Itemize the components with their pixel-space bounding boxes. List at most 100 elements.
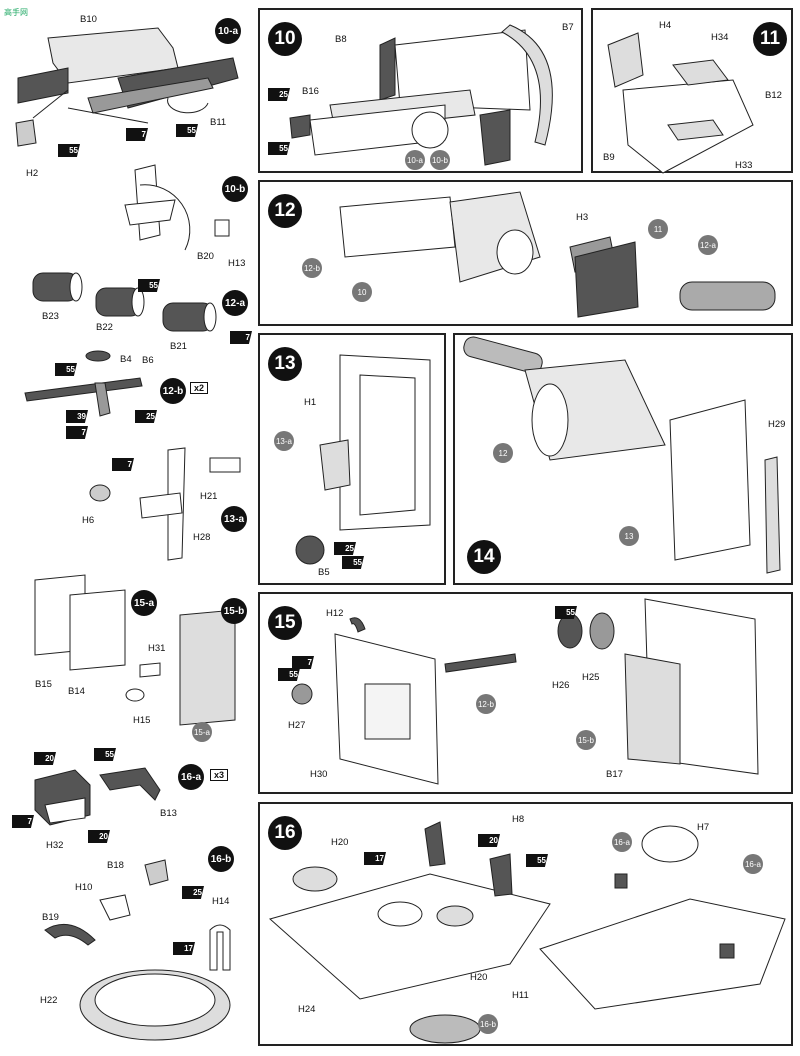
ref-16a: 16-a (743, 854, 763, 874)
label-h33: H33 (735, 160, 753, 171)
ref-13: 13 (619, 526, 639, 546)
label-h8: H8 (512, 814, 525, 825)
ref-16a: 16-a (612, 832, 632, 852)
label-h20: H20 (331, 837, 349, 848)
step-10-drawing (289, 24, 553, 166)
paint-tag: 55 (268, 142, 290, 155)
label-b11: B11 (210, 117, 227, 128)
label-b9: B9 (603, 152, 615, 163)
paint-tag: 17 (364, 852, 386, 865)
label-h13: H13 (228, 258, 246, 269)
label-b10: B10 (80, 14, 97, 25)
badge-16b: 16-b (208, 846, 234, 872)
step-13-panel: 13 H1 13-a B5 25 55 (258, 333, 446, 585)
label-h34: H34 (711, 32, 729, 43)
assembly-10b-drawing (124, 164, 230, 251)
label-h27: H27 (288, 720, 306, 731)
badge-10b: 10-b (222, 176, 248, 202)
label-b6: B6 (142, 355, 154, 366)
paint-tag: 20 (88, 830, 110, 843)
label-b13: B13 (160, 808, 177, 819)
paint-tag: 7 (230, 331, 252, 344)
ref-16b: 16-b (478, 1014, 498, 1034)
ref-12a: 12-a (698, 235, 718, 255)
label-h7: H7 (697, 822, 710, 833)
label-h11: H11 (512, 990, 529, 1001)
badge-12b: 12-b (160, 378, 186, 404)
step-10-panel: 10 B8 B7 B16 25 55 10-a 10-b (258, 8, 583, 173)
label-h28: H28 (193, 532, 211, 543)
paint-tag: 20 (478, 834, 500, 847)
label-h4: H4 (659, 20, 672, 31)
ref-11: 11 (648, 219, 668, 239)
label-h30: H30 (310, 769, 328, 780)
label-h15: H15 (133, 715, 151, 726)
paint-tag: 55 (138, 279, 160, 292)
step-16-number: 16 (268, 816, 302, 850)
label-b23: B23 (42, 311, 59, 322)
paint-tag: 55 (176, 124, 198, 137)
quantity-x2: x2 (190, 382, 209, 394)
label-h12: H12 (326, 608, 344, 619)
label-b5: B5 (318, 567, 330, 578)
paint-tag: 55 (526, 854, 548, 867)
ref-15a: 15-a (192, 722, 212, 742)
paint-tag: 55 (94, 748, 116, 761)
step-12-drawing (339, 191, 776, 318)
paint-tag: 25 (268, 88, 290, 101)
label-b18: B18 (107, 860, 124, 871)
ref-10a: 10-a (405, 150, 425, 170)
ref-10b: 10-b (430, 150, 450, 170)
assembly-13a-drawing (89, 447, 241, 561)
badge-16a: 16-a (178, 764, 204, 790)
paint-tag: 17 (173, 942, 195, 955)
step-11-panel: 11 H4 H34 B12 B9 H33 (591, 8, 793, 174)
paint-tag: 7 (292, 656, 314, 669)
label-h24: H24 (298, 1004, 316, 1015)
label-h25: H25 (582, 672, 600, 683)
paint-tag: 55 (342, 556, 364, 569)
step-13-number: 13 (268, 347, 302, 381)
label-h6: H6 (82, 515, 95, 526)
label-h20b: H20 (470, 972, 488, 983)
ref-10: 10 (352, 282, 372, 302)
label-h31: H31 (148, 643, 166, 654)
label-h1: H1 (304, 397, 317, 408)
paint-tag: 7 (66, 426, 88, 439)
assembly-16b-drawing (44, 859, 231, 1041)
step-15-drawing (291, 598, 759, 785)
step-12-panel: 12 12-b 10 11 12-a H3 (258, 180, 793, 326)
watermark-logo: 高手网 (4, 8, 28, 17)
label-b14: B14 (68, 686, 85, 697)
step-13-drawing (295, 354, 431, 565)
ref-12b: 12-b (476, 694, 496, 714)
badge-10a: 10-a (215, 18, 241, 44)
badge-13a: 13-a (221, 506, 247, 532)
label-h32: H32 (46, 840, 64, 851)
label-h14: H14 (212, 896, 230, 907)
label-b8: B8 (335, 34, 347, 45)
paint-tag: 7 (12, 815, 34, 828)
paint-tag: 39 (66, 410, 88, 423)
paint-tag: 25 (334, 542, 356, 555)
assembly-12a-drawing (32, 272, 217, 332)
label-b12: B12 (765, 90, 782, 101)
label-h2: H2 (26, 168, 39, 179)
badge-15b: 15-b (221, 598, 247, 624)
label-b17: B17 (606, 769, 623, 780)
step-14-number: 14 (467, 540, 501, 574)
label-b4: B4 (120, 354, 132, 365)
paint-tag: 20 (34, 752, 56, 765)
step-14-drawing (463, 336, 781, 574)
badge-12a: 12-a (222, 290, 248, 316)
paint-tag: 55 (55, 363, 77, 376)
assembly-10a-drawing (15, 27, 239, 147)
label-h3: H3 (576, 212, 589, 223)
label-b7: B7 (562, 22, 574, 33)
quantity-x3: x3 (210, 769, 229, 781)
label-h26: H26 (552, 680, 570, 691)
step-10-number: 10 (268, 22, 302, 56)
paint-tag: 55 (278, 668, 300, 681)
ref-12b: 12-b (302, 258, 322, 278)
step-12-number: 12 (268, 194, 302, 228)
